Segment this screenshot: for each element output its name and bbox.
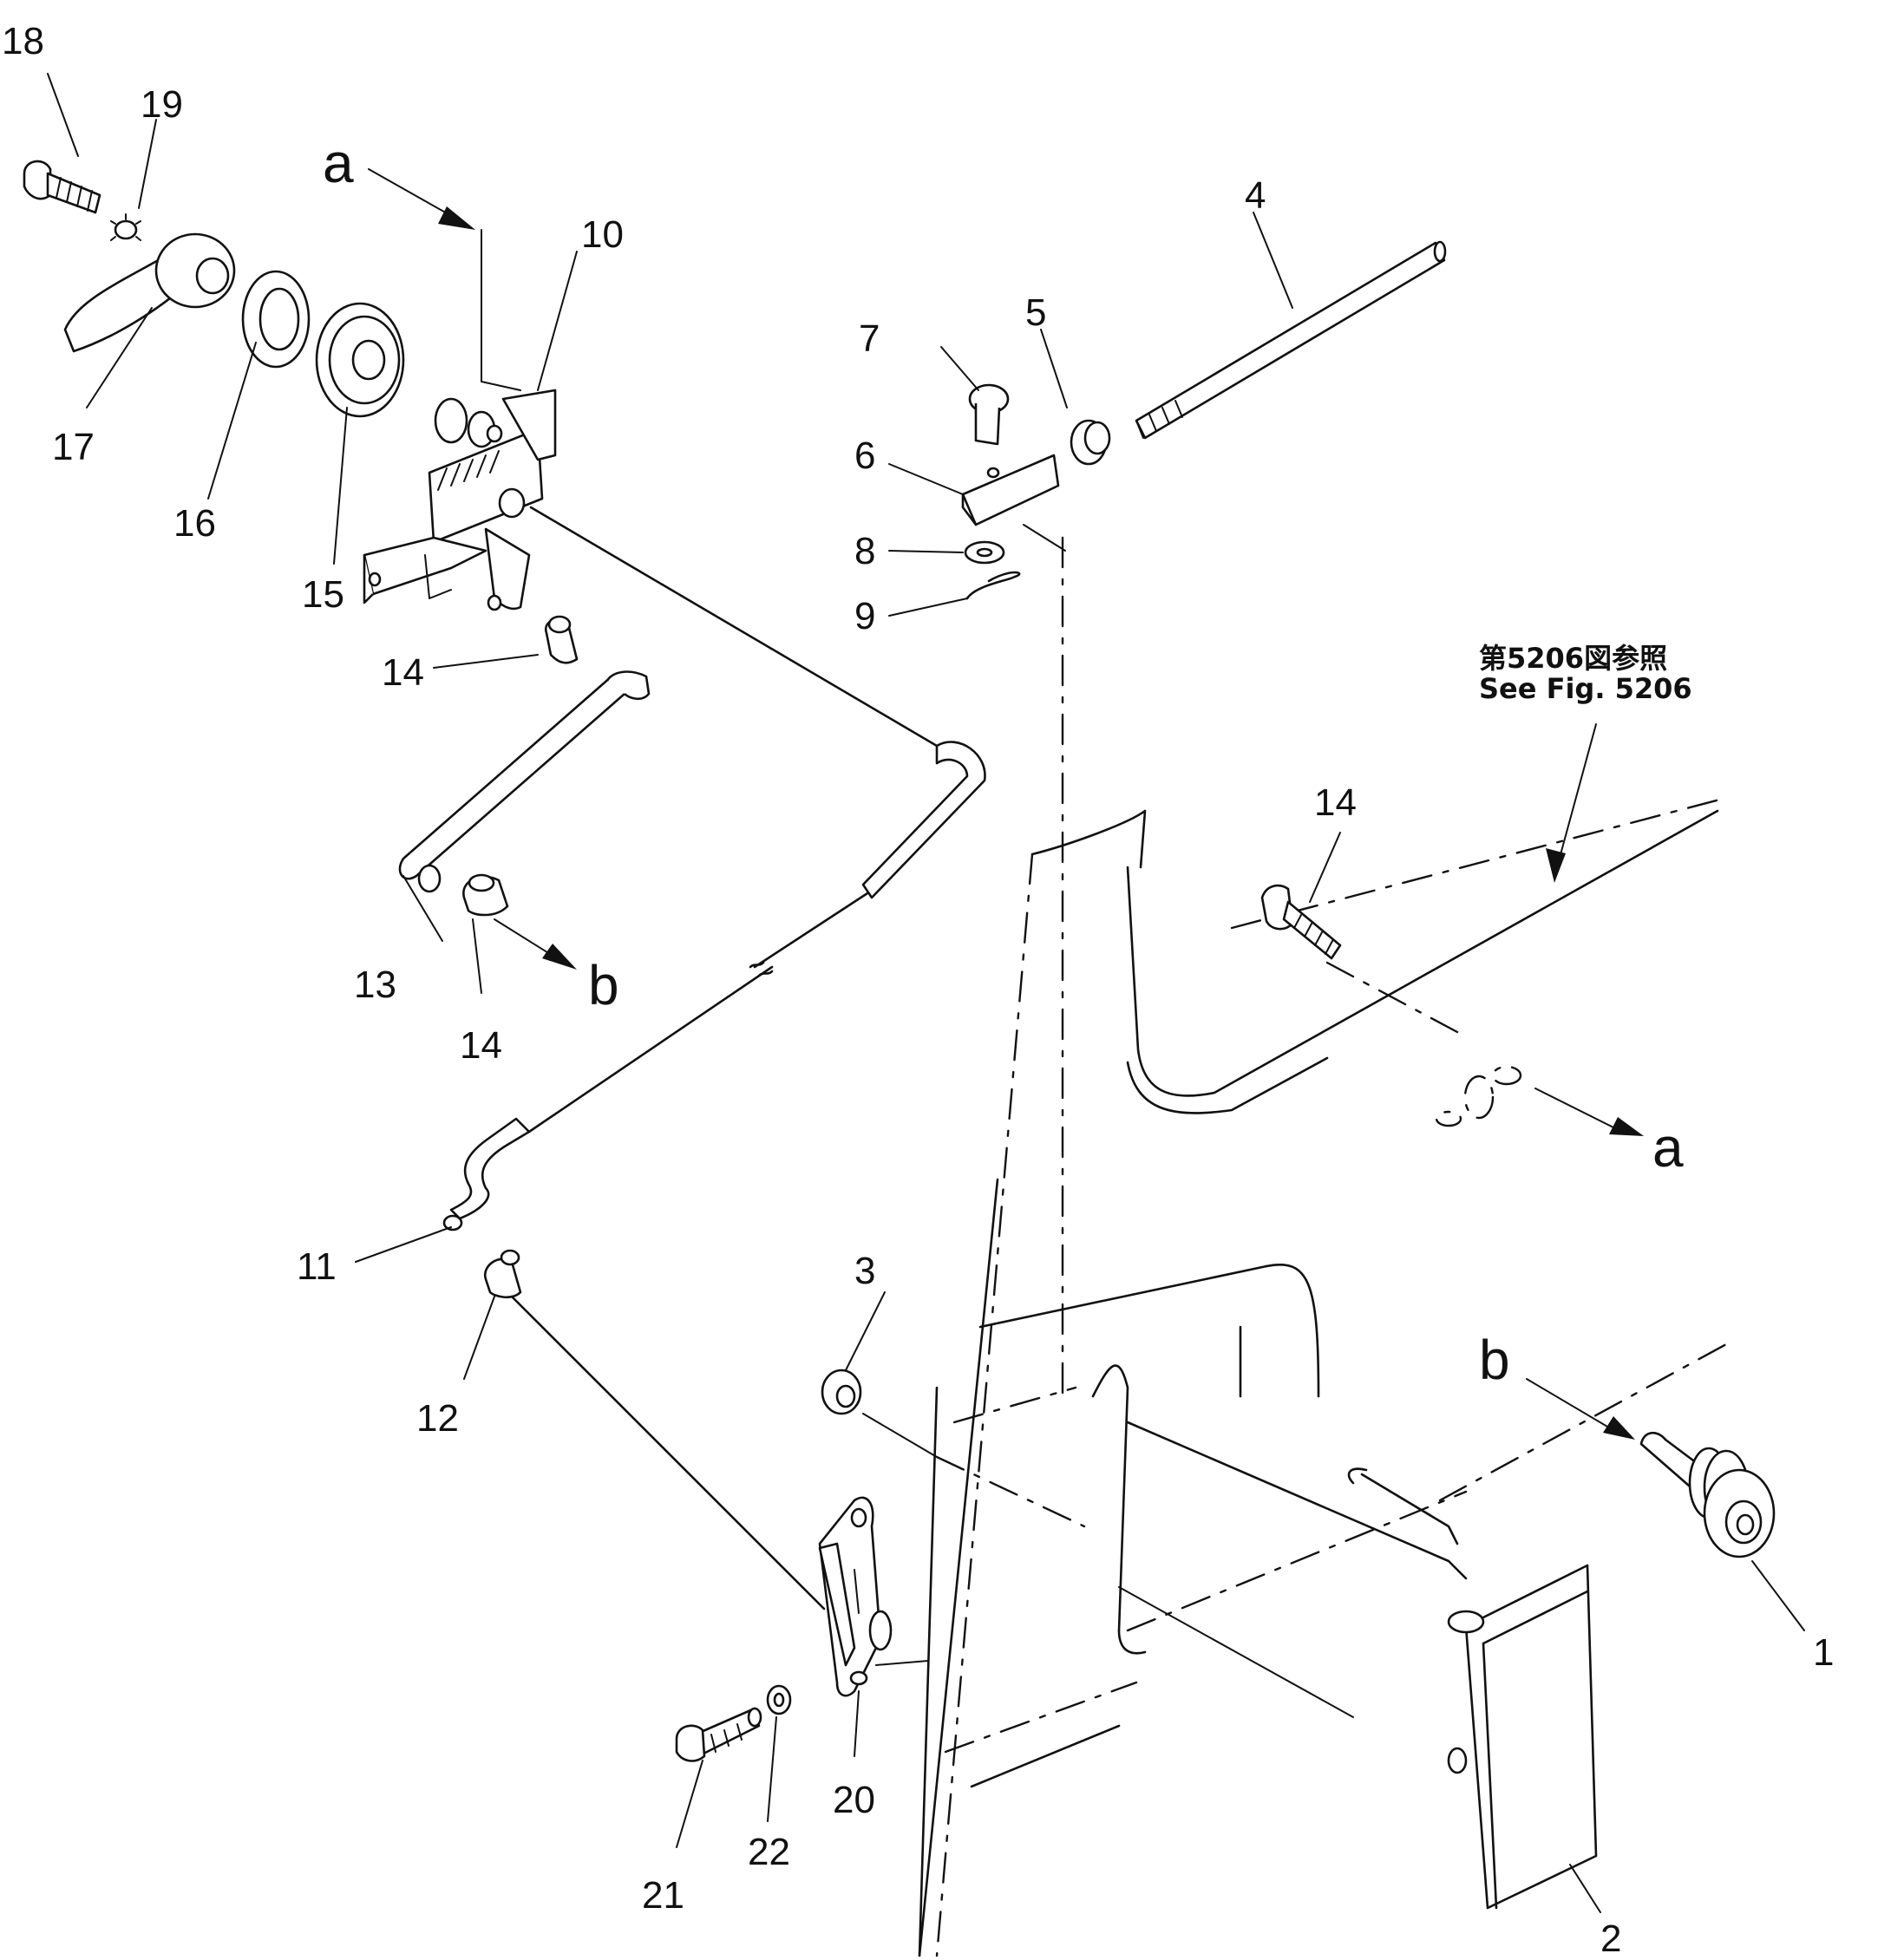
cable-break (527, 892, 869, 1134)
center-line-3 (862, 1413, 938, 1458)
callout-7: 7 (859, 317, 880, 360)
arrow-a-top (438, 206, 475, 230)
view-letters: a b a b (323, 132, 1684, 1391)
callouts: 18 19 17 16 15 10 14 13 14 11 12 3 4 5 7… (2, 20, 1834, 1960)
callout-4: 4 (1245, 174, 1266, 217)
callout-23: 22 (748, 1831, 790, 1873)
part-18-handle (63, 232, 236, 353)
cable-sleeve-upper (861, 741, 986, 899)
part-4-rod (1135, 240, 1447, 440)
callout-18: 17 (52, 426, 95, 468)
part-9-cotter (965, 571, 1021, 600)
part-14-clip-lower (462, 873, 509, 917)
callout-21: 20 (833, 1779, 875, 1821)
callout-5: 5 (1025, 291, 1046, 334)
reference-note-en: See Fig. 5206 (1479, 672, 1692, 705)
callout-14-lower: 14 (460, 1024, 502, 1067)
arrow-reference (1546, 848, 1566, 883)
part-8-washer (964, 540, 1005, 565)
arrow-heads (438, 206, 1644, 1440)
center-line-3b (935, 1455, 1086, 1528)
center-line-22 (1118, 1586, 1354, 1718)
callout-13: 13 (354, 964, 396, 1006)
box-housing (944, 1263, 1728, 1788)
part-15-bolt (1260, 884, 1342, 960)
part-3-nut (821, 1369, 862, 1415)
callout-8: 8 (854, 530, 875, 572)
callout-14-upper: 14 (382, 651, 424, 694)
part-20-lockwasher (110, 213, 141, 241)
part-23-washer (766, 1684, 792, 1715)
letter-b-right: b (1479, 1329, 1510, 1391)
callout-3: 3 (854, 1250, 875, 1292)
letter-b-left: b (588, 954, 619, 1016)
leader-lines (47, 73, 1805, 1913)
part-16-grommet (315, 302, 405, 418)
callout-11: 11 (297, 1245, 337, 1288)
reference-note: 第5206図参照 See Fig. 5206 (1479, 642, 1692, 705)
door-frame (918, 809, 1719, 1957)
center-line-panel (1230, 796, 1728, 930)
part-2-striker (1447, 1564, 1598, 1910)
callout-1: 1 (1813, 1631, 1834, 1674)
part-1-knob (1639, 1432, 1776, 1558)
cable-to-latch (510, 1295, 826, 1610)
part-19-screw (23, 160, 101, 214)
part-17-washer (241, 270, 311, 369)
callout-15: 14 (1314, 781, 1357, 824)
letter-a-right: a (1652, 1116, 1684, 1179)
cable-line (529, 506, 939, 748)
part-7-pin (968, 383, 1010, 446)
callout-9: 9 (854, 595, 875, 637)
part-14-clip-upper (544, 615, 579, 664)
callout-2: 2 (1600, 1918, 1621, 1960)
leader-6-down (1023, 524, 1066, 552)
part-11-cable-end (442, 1117, 531, 1232)
callout-22: 21 (642, 1874, 684, 1917)
part-12-clip (483, 1249, 522, 1299)
part-6-block (961, 454, 1060, 526)
center-line-15 (1325, 961, 1459, 1034)
callout-10: 10 (581, 213, 624, 256)
arrow-b-left (542, 944, 577, 970)
callout-20: 19 (141, 83, 183, 126)
callout-12: 12 (416, 1397, 459, 1440)
part-22-bolt (675, 1707, 762, 1762)
part-13-rod (398, 670, 651, 893)
callout-6: 6 (854, 434, 875, 477)
center-line-21 (875, 1660, 929, 1666)
callout-17: 16 (173, 502, 216, 545)
part-5-nut (1070, 419, 1111, 466)
arrow-a-right (1609, 1117, 1644, 1136)
part-21-lock (818, 1496, 893, 1697)
callout-16: 15 (302, 573, 344, 616)
reference-note-jp: 第5206図参照 (1479, 642, 1667, 675)
arrow-b-right (1603, 1416, 1635, 1440)
part-10-latch (363, 389, 557, 611)
callout-19: 18 (2, 20, 44, 62)
mounting-holes (1435, 1065, 1522, 1127)
letter-a-top: a (323, 132, 354, 194)
